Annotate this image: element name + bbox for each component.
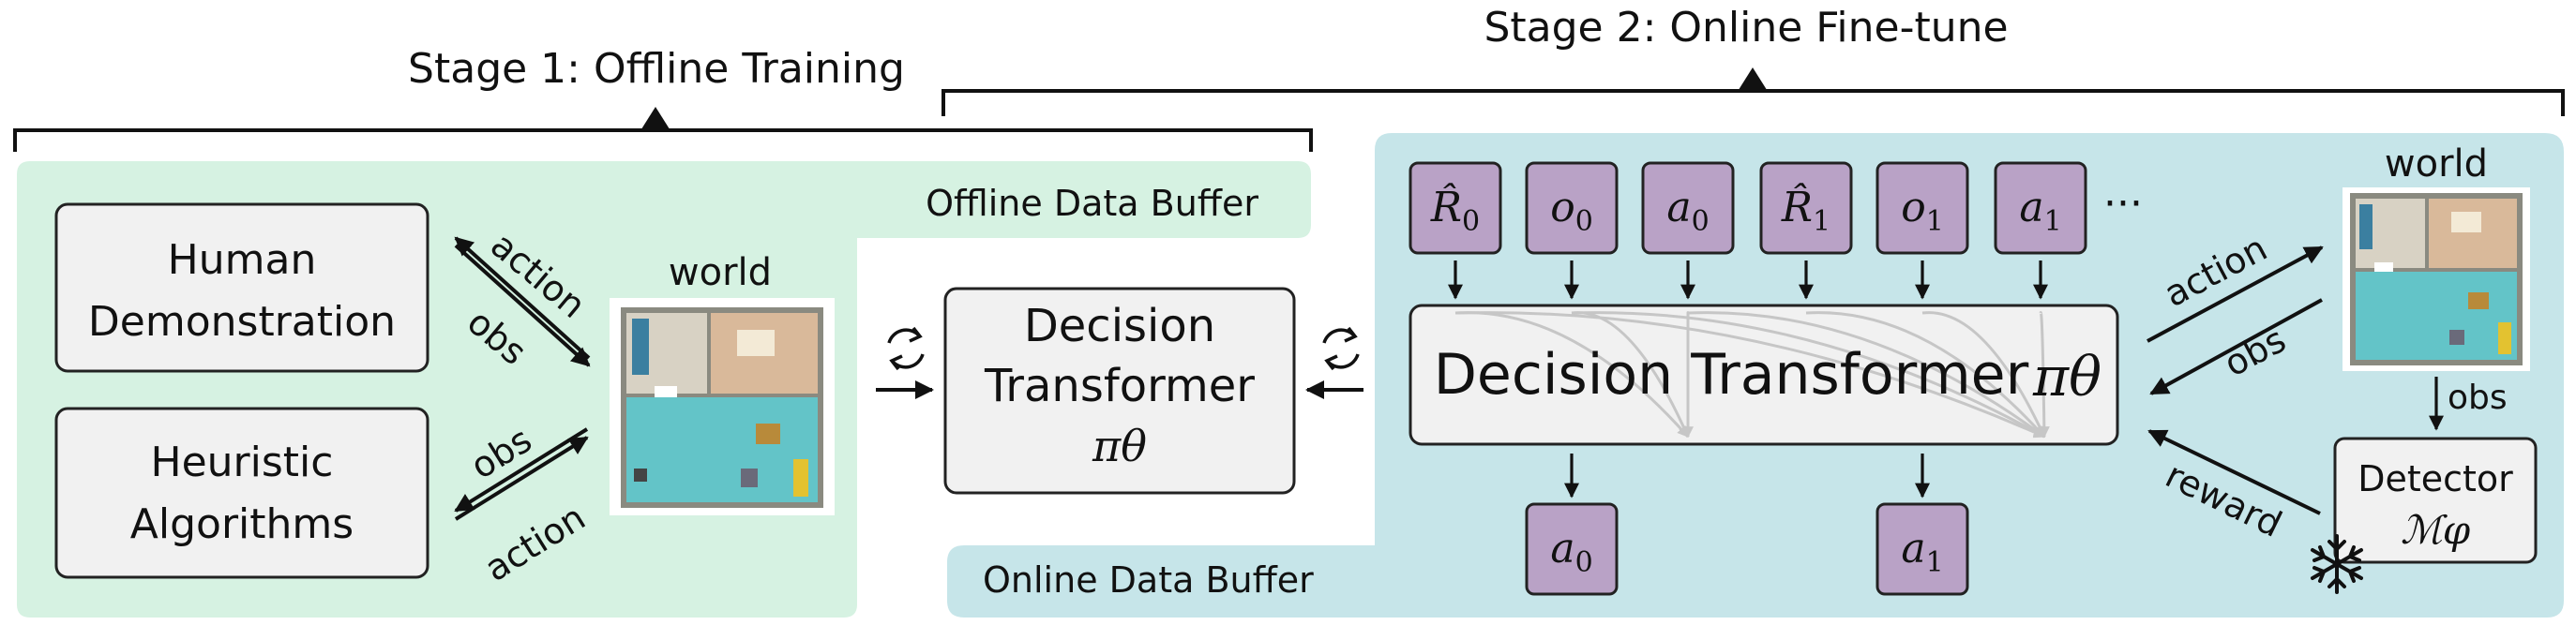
action-arrow-to-right-world <box>2147 246 2324 343</box>
detector-box <box>2333 437 2538 564</box>
offline-dt-policy: πθ <box>1092 421 1147 471</box>
ellipsis: ··· <box>2103 180 2143 228</box>
stage2-title: Stage 2: Online Fine-tune <box>1484 4 2008 52</box>
online-buffer-label: Online Data Buffer <box>983 559 1314 601</box>
input-token <box>1759 161 1853 255</box>
token-symbol: a1 <box>2019 184 2061 238</box>
attention-line <box>1921 311 2046 439</box>
offline-buffer-label: Offline Data Buffer <box>926 183 1258 224</box>
attention-line <box>1571 311 2046 439</box>
refresh-icon <box>887 326 925 371</box>
left-world-label: world <box>669 251 772 294</box>
input-token <box>1994 161 2087 255</box>
attention-line <box>1454 311 2046 439</box>
human-demonstration-line1: Human <box>168 236 317 284</box>
right-world-label: world <box>2385 142 2488 186</box>
stage2-bracket-apex-icon <box>1737 67 1769 93</box>
world-to-detector-obs-label: obs <box>2448 379 2508 417</box>
token-symbol: R̂0 <box>1430 182 1480 238</box>
token-symbol: R̂1 <box>1781 182 1830 238</box>
online-dt-label: Decision Transformer <box>1434 342 2029 408</box>
stage2-bracket <box>942 89 2565 116</box>
output-token <box>1525 502 1619 596</box>
attention-lines <box>1454 311 2050 439</box>
action-arrow-to-world <box>454 244 591 367</box>
stage1-bracket <box>13 128 1313 152</box>
detector-label: Detector <box>2358 458 2513 499</box>
obs-arrow-to-human <box>454 236 591 360</box>
offline-decision-transformer-box <box>943 287 1296 495</box>
obs-arrow-to-heuristic <box>454 427 589 513</box>
detector-model: ℳφ <box>2401 507 2471 553</box>
action-arrow-to-world-bottom <box>454 436 589 521</box>
obs-arrow-to-online-dt <box>2149 298 2323 395</box>
input-token <box>1641 161 1735 255</box>
human-demonstration-box <box>54 202 429 373</box>
online-dt-policy: πθ <box>2032 345 2101 409</box>
refresh-icon <box>1322 326 1360 371</box>
token-symbol: o0 <box>1550 184 1593 238</box>
snowflake-icon <box>2311 534 2363 594</box>
right-world-map <box>2343 187 2530 371</box>
stage1-title: Stage 1: Offline Training <box>408 45 905 93</box>
reward-arrow-to-online-dt <box>2147 429 2321 515</box>
token-symbol: a0 <box>1666 184 1709 238</box>
token-symbol: a1 <box>1901 525 1943 579</box>
input-token-row: R̂0 o0 a0 R̂1 o1 a1 <box>1409 161 2087 300</box>
input-token <box>1525 161 1619 255</box>
attention-line <box>1805 311 2046 439</box>
offline-dt-line2: Transformer <box>984 360 1255 412</box>
token-symbol: o1 <box>1901 184 1944 238</box>
output-token <box>1876 502 1969 596</box>
human-demonstration-line2: Demonstration <box>88 298 396 346</box>
online-decision-transformer-box <box>1409 304 2119 446</box>
attention-line <box>1687 311 2045 439</box>
left-world-map <box>610 298 835 515</box>
heuristic-algorithms-line2: Algorithms <box>130 500 354 548</box>
output-token-row: a0 a1 <box>1525 454 1969 596</box>
token-symbol: a0 <box>1550 525 1592 579</box>
offline-dt-line1: Decision <box>1024 300 1215 352</box>
input-token <box>1876 161 1969 255</box>
input-token <box>1409 161 1502 255</box>
heuristic-algorithms-box <box>54 407 429 579</box>
heuristic-algorithms-line1: Heuristic <box>151 439 334 486</box>
stage1-bracket-apex-icon <box>640 107 671 132</box>
